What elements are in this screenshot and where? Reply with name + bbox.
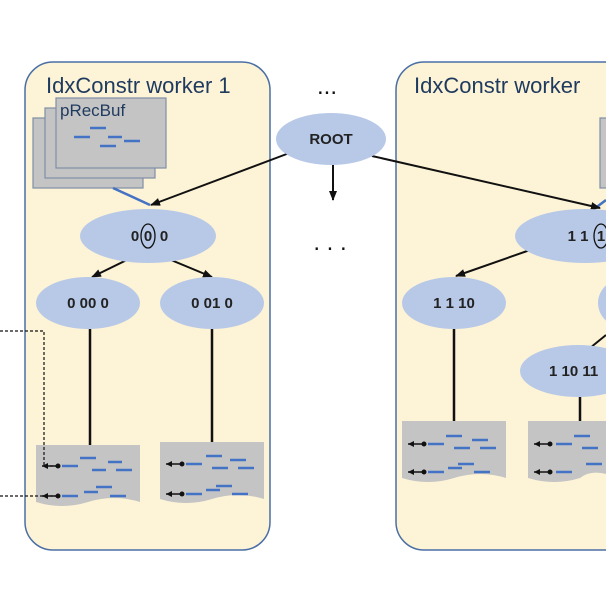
w2-parent-label-b: 1: [597, 228, 605, 245]
w1-left-label: 0 00 0: [67, 295, 109, 312]
w1-right-label: 0 01 0: [191, 295, 233, 312]
w1-parent-label-b: 0: [144, 228, 152, 245]
w2-arrow-left: [455, 249, 531, 277]
w2-right-node-partial: [598, 285, 606, 321]
w2-parent-node: [515, 209, 606, 263]
root-node: [276, 113, 386, 165]
w2-arrow-right: [589, 334, 606, 349]
w2-right-label: 1 10 11: [549, 363, 598, 380]
root-node-label: ROOT: [309, 131, 352, 148]
w2-right-node: [520, 345, 606, 397]
w2-left-node: [402, 277, 506, 329]
precbuf-stack-2: [599, 117, 606, 189]
w1-parent-label-a: 0: [131, 228, 139, 245]
root-arrow-left: [150, 151, 293, 206]
buffer-connector-1: [112, 186, 151, 207]
w2-parent-highlight: [593, 223, 606, 249]
w1-right-node: [160, 277, 264, 329]
ellipsis-top: ...: [317, 73, 337, 100]
w1-parent-label-c: 0: [160, 228, 168, 245]
dashed-connector-upper: [0, 330, 56, 467]
w1-page-right: [160, 442, 264, 503]
w1-parent-highlight: [140, 223, 156, 249]
w2-parent-label-a: 1 1: [568, 228, 589, 245]
precbuf-stack: pRecBuf: [32, 97, 167, 189]
w2-page-left: [402, 421, 506, 482]
w1-left-node: [36, 277, 140, 329]
worker-2-title: IdxConstr worker: [414, 73, 580, 98]
ellipsis-middle: . . .: [313, 229, 346, 256]
worker-1-title: IdxConstr worker 1: [46, 73, 231, 98]
precbuf-label: pRecBuf: [60, 101, 125, 120]
w1-parent-node: [80, 209, 216, 263]
w2-left-label: 1 1 10: [433, 295, 475, 312]
root-arrow-right: [371, 155, 601, 210]
w1-page-left: [36, 445, 140, 506]
w2-page-right: [528, 421, 606, 482]
